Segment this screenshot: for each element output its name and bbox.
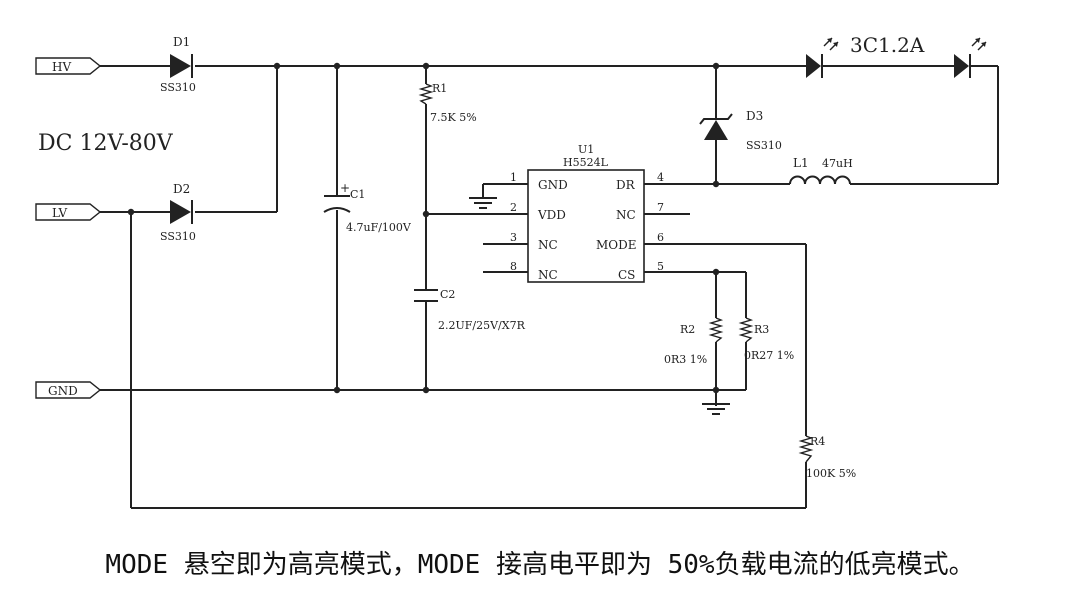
pin4-num: 4 [657, 171, 664, 184]
pin1-num: 1 [510, 171, 517, 184]
resistor-r4: R4 100K 5% [798, 435, 856, 480]
diode-d2: D2 SS310 [160, 182, 196, 243]
d1-part: SS310 [160, 81, 196, 94]
wires [100, 65, 999, 509]
d2-part: SS310 [160, 230, 196, 243]
d3-ref: D3 [746, 109, 763, 123]
port-gnd: GND [35, 381, 102, 399]
diode-d1: D1 SS310 [160, 35, 196, 94]
u1-part: H5524L [563, 156, 609, 169]
r1-ref: R1 [432, 82, 447, 95]
led-first [806, 37, 839, 78]
r1-value: 7.5K 5% [430, 111, 477, 124]
r4-ref: R4 [810, 435, 825, 448]
r2-value: 0R3 1% [664, 353, 707, 366]
c1-plus-sign: + [340, 181, 350, 195]
pin8-num: 8 [510, 260, 517, 273]
resistor-r3: R3 0R27 1% [738, 317, 794, 362]
c2-value: 2.2UF/25V/X7R [438, 319, 526, 332]
r3-ref: R3 [754, 323, 769, 336]
pin5-name: CS [618, 268, 635, 282]
pin2-num: 2 [510, 201, 517, 214]
c2-ref: C2 [440, 288, 455, 301]
r3-value: 0R27 1% [744, 349, 794, 362]
port-lv: LV [35, 203, 102, 221]
led-last [954, 37, 987, 78]
port-lv-label: LV [52, 206, 68, 220]
pin3-num: 3 [510, 231, 517, 244]
ground-symbol-sense [702, 390, 730, 415]
c1-value: 4.7uF/100V [346, 221, 412, 234]
ground-symbol-ic [469, 197, 497, 209]
resistor-r2: R2 0R3 1% [664, 317, 724, 366]
pin8-name: NC [538, 268, 558, 282]
input-range-label: DC 12V-80V [38, 131, 174, 156]
pin2-name: VDD [537, 208, 566, 222]
pin1-name: GND [538, 178, 568, 192]
resistor-r1: R1 7.5K 5% [418, 82, 477, 124]
capacitor-c1: + C1 4.7uF/100V [323, 181, 412, 234]
junctions [127, 62, 720, 394]
port-gnd-label: GND [48, 384, 78, 398]
l1-value: 47uH [822, 157, 853, 170]
port-hv: HV [35, 57, 102, 75]
capacitor-c2: C2 2.2UF/25V/X7R [414, 288, 526, 332]
port-hv-label: HV [52, 60, 71, 74]
l1-ref: L1 [793, 156, 809, 170]
ic-u1: U1 H5524L 1 GND 2 VDD 3 NC 8 NC 4 DR 7 N… [510, 143, 664, 283]
pin4-name: DR [616, 178, 636, 192]
led-string-label: 3C1.2A [850, 33, 925, 57]
pin6-num: 6 [657, 231, 664, 244]
diode-d3: D3 SS310 [699, 109, 782, 152]
caption-text: MODE 悬空即为高亮模式，MODE 接高电平即为 50%负载电流的低亮模式。 [105, 550, 975, 580]
pin5-num: 5 [657, 260, 664, 273]
r4-value: 100K 5% [806, 467, 856, 480]
pin7-num: 7 [657, 201, 664, 214]
pin7-name: NC [616, 208, 636, 222]
d2-ref: D2 [173, 182, 190, 196]
pin3-name: NC [538, 238, 558, 252]
u1-ref: U1 [578, 143, 594, 156]
r2-ref: R2 [680, 323, 695, 336]
c1-ref: C1 [350, 188, 365, 201]
inductor-l1: L1 47uH [789, 156, 853, 185]
pin6-name: MODE [596, 238, 637, 252]
d3-part: SS310 [746, 139, 782, 152]
d1-ref: D1 [173, 35, 190, 49]
